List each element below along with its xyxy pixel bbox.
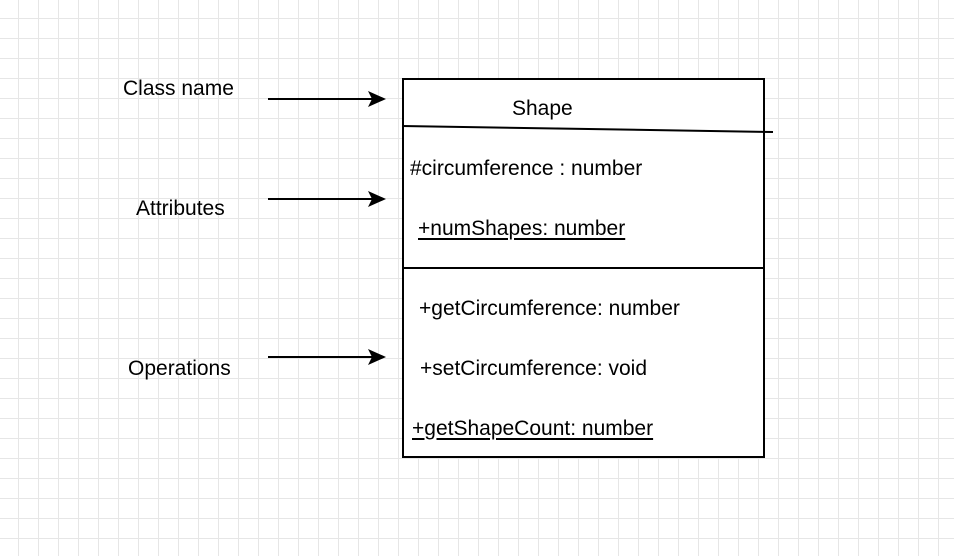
class-name-text: Shape <box>512 97 573 120</box>
name-divider-line <box>401 125 774 133</box>
operations-label: Operations <box>128 357 231 380</box>
operations-arrow <box>268 349 386 365</box>
attribute-num-shapes: +numShapes: number <box>418 217 626 240</box>
attributes-divider <box>402 267 765 269</box>
operation-get-circumference: +getCircumference: number <box>419 297 680 320</box>
arrow-head <box>368 191 386 207</box>
attributes-arrow <box>268 191 386 207</box>
arrow-head <box>368 91 386 107</box>
operation-set-circumference: +setCircumference: void <box>420 357 648 380</box>
class-name-label: Class name <box>123 77 234 100</box>
attribute-circumference: #circumference : number <box>410 157 643 180</box>
name-divider <box>401 125 774 133</box>
operation-get-shape-count: +getShapeCount: number <box>412 417 654 440</box>
class-name-arrow <box>268 91 386 107</box>
arrow-head <box>368 349 386 365</box>
attributes-label: Attributes <box>136 197 225 220</box>
